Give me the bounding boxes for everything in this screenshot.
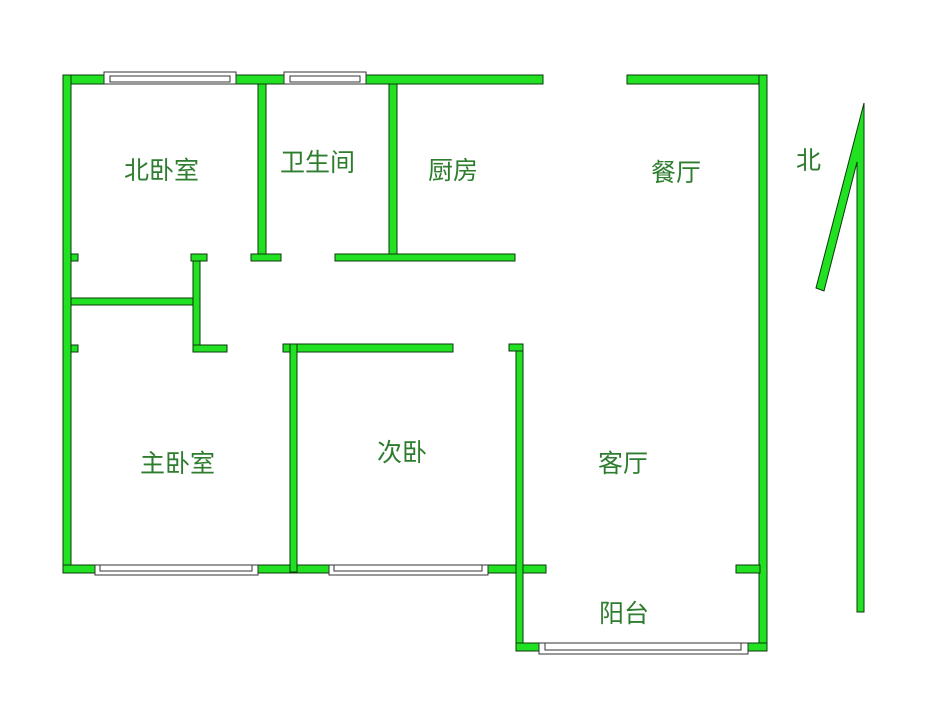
north-arrow-icon <box>815 102 865 613</box>
room-label-bathroom: 卫生间 <box>280 148 356 177</box>
room-label-kitchen: 厨房 <box>428 156 479 185</box>
compass-label: 北 <box>796 146 822 175</box>
room-label-north-bedroom: 北卧室 <box>124 156 200 185</box>
room-label-balcony: 阳台 <box>599 599 650 628</box>
room-label-master-bedroom: 主卧室 <box>140 449 216 478</box>
room-label-dining: 餐厅 <box>651 158 702 187</box>
windows <box>94 71 749 655</box>
room-label-living-room: 客厅 <box>598 449 649 478</box>
room-label-second-bedroom: 次卧 <box>377 438 428 467</box>
